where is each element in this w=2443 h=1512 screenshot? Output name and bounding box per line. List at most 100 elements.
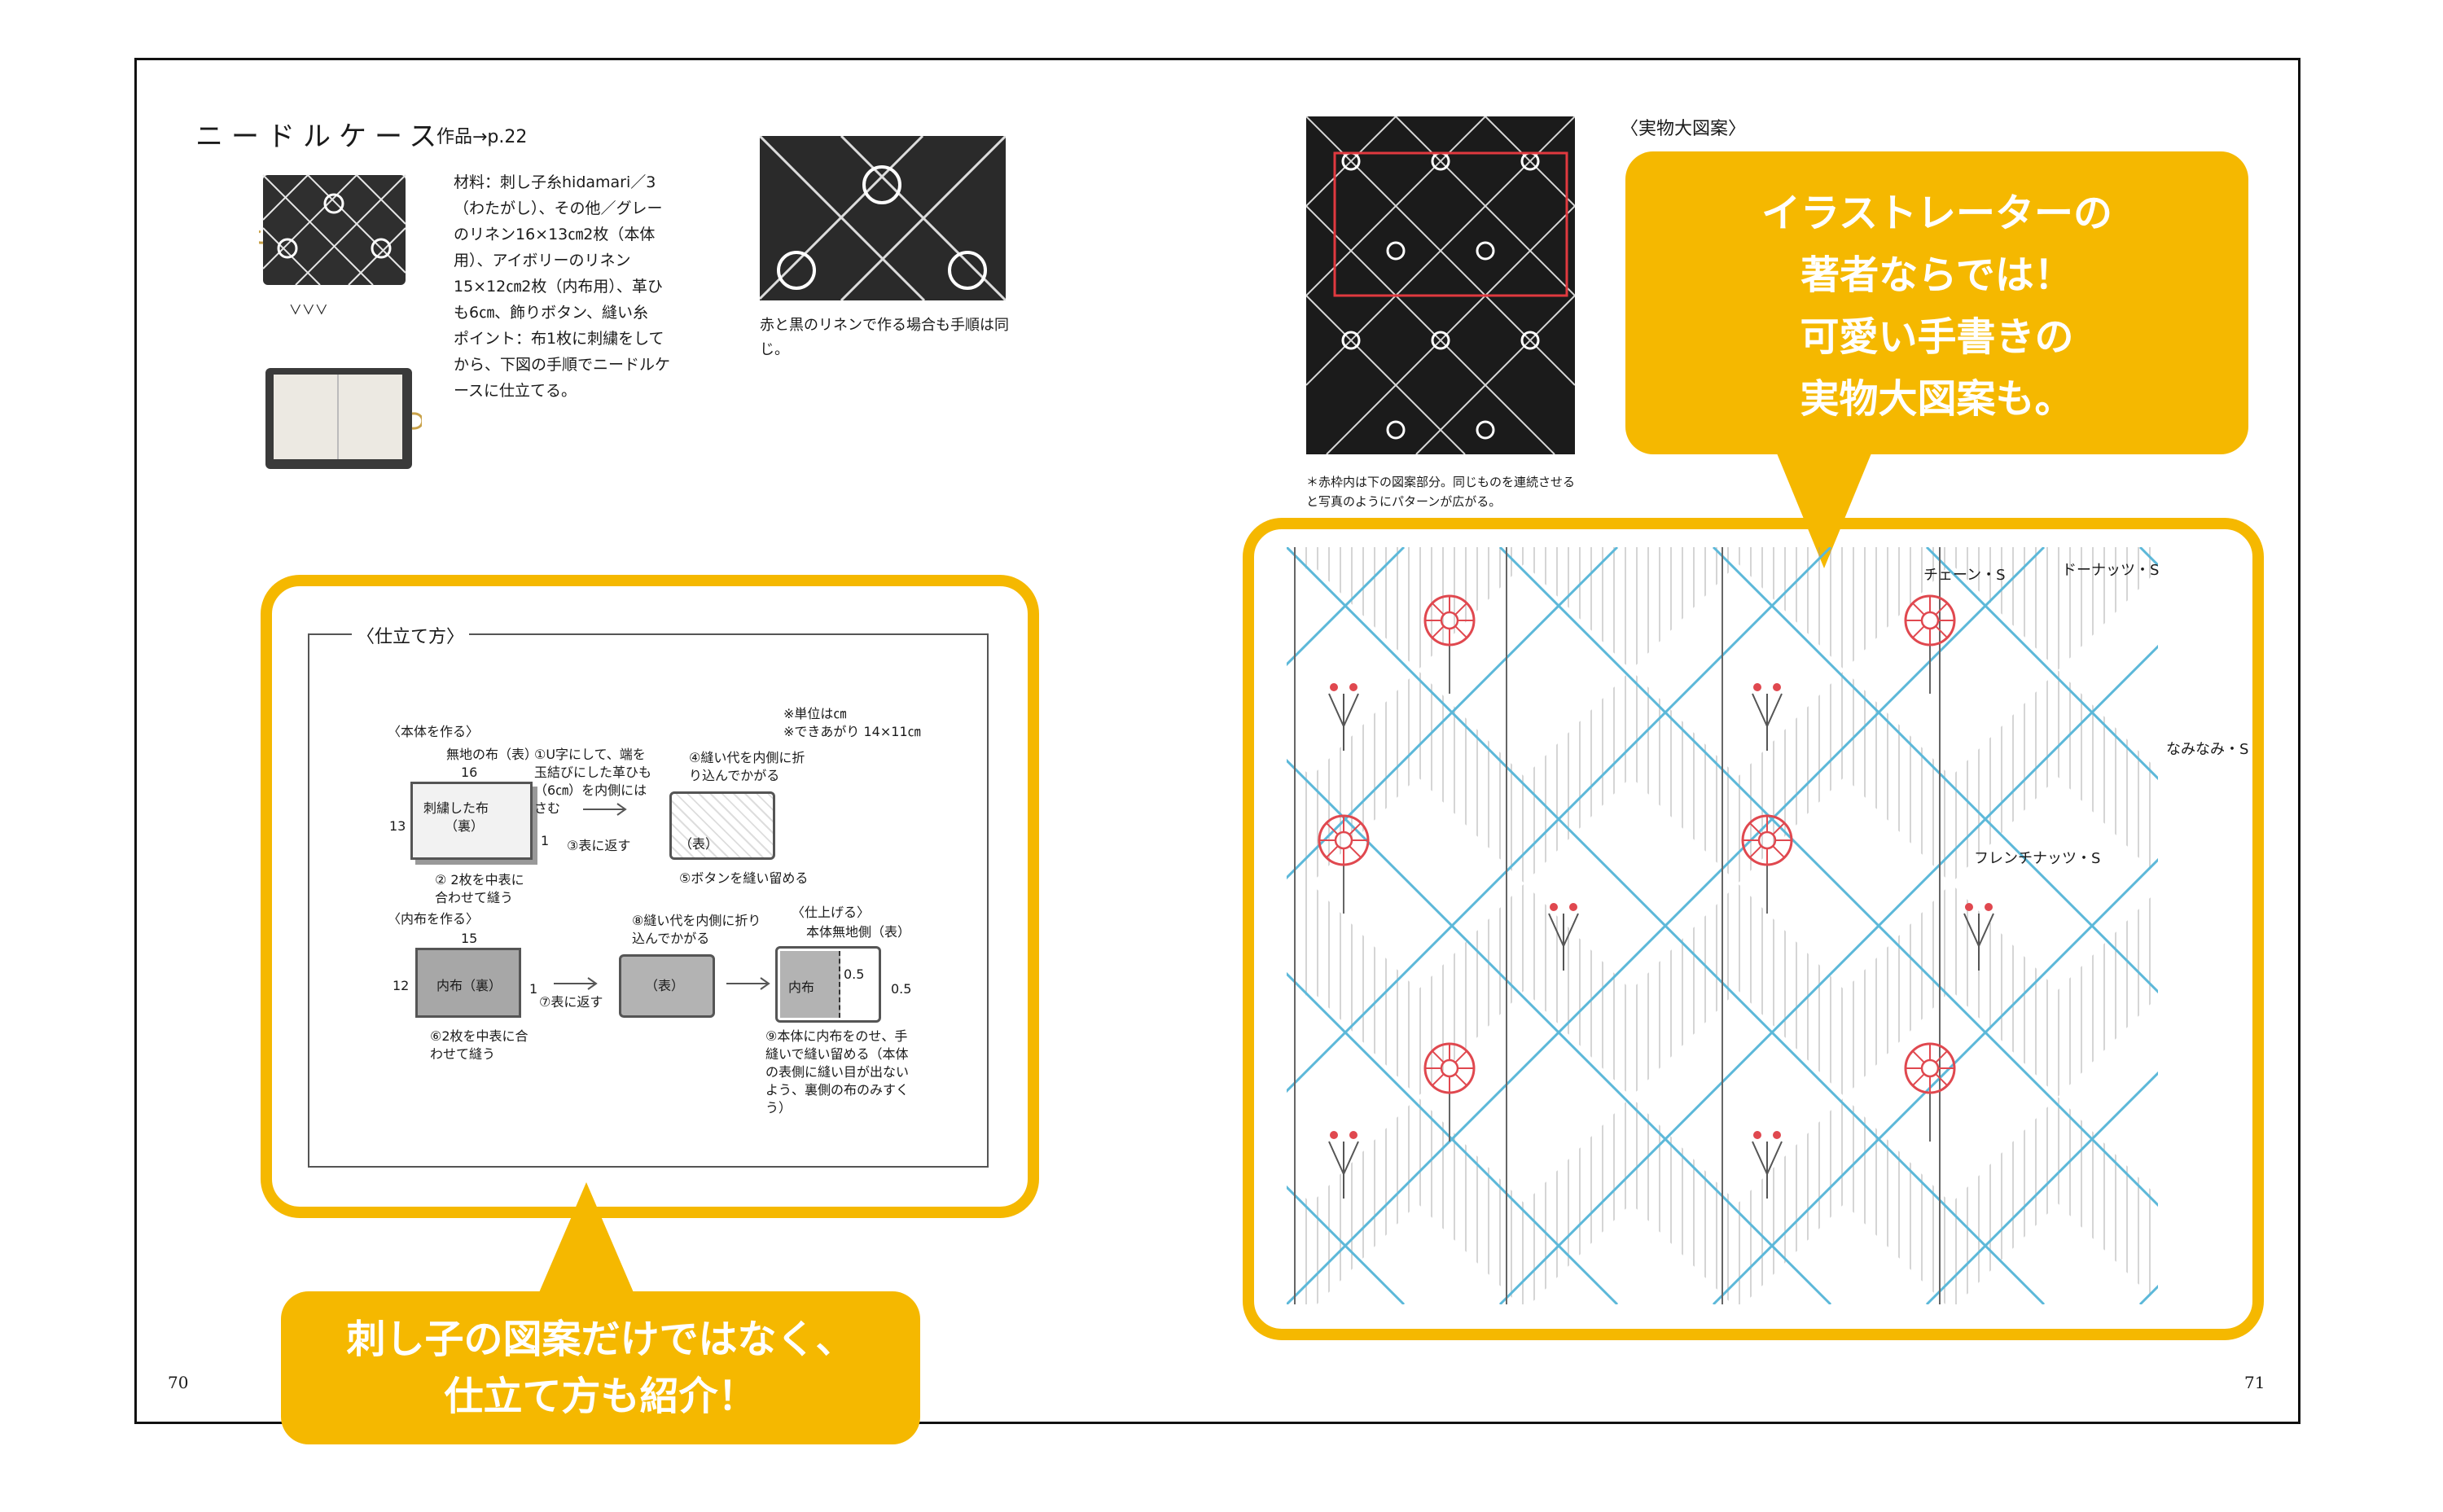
full-size-pattern [5, 546, 2443, 1417]
chain-stitch-line [1498, 546, 2259, 1306]
donut-spoke [1772, 845, 1785, 858]
twig-branch [1548, 913, 1564, 947]
french-knot [1330, 683, 1338, 691]
body-heading: 〈本体を作る〉 [388, 724, 480, 739]
twig-branch [1563, 913, 1579, 947]
donut-spoke [1912, 1073, 1925, 1086]
materials-text: 材料：刺し子糸hidamari／3（わたがし）、その他／グレーのリネン16×13… [454, 173, 671, 400]
donut-spoke [1772, 822, 1785, 835]
donut-spoke [1935, 1050, 1948, 1063]
twig-branch [1328, 1141, 1344, 1175]
twig-branch [1328, 693, 1344, 727]
diamond-cell [1738, 777, 1951, 990]
callout-left-text: 刺し子の図案だけではなく、 仕立て方も紹介！ [346, 1317, 855, 1419]
callout-left-pointer [537, 1182, 635, 1296]
body-front-shape [669, 791, 775, 860]
callout-right-pointer [1775, 449, 1873, 568]
diamond-cell [1418, 990, 1631, 1203]
twig-branch [1752, 1141, 1768, 1175]
callout-left: 刺し子の図案だけではなく、 仕立て方も紹介！ [281, 1291, 920, 1444]
diamond-cell [1311, 1203, 1524, 1417]
pattern-highlight-frame [1243, 518, 2264, 1340]
twig-branch [1343, 693, 1359, 727]
diamond-cell [1418, 563, 1631, 777]
dim-1b: 1 [529, 981, 538, 997]
diamond-cell [1631, 990, 1844, 1203]
donut-spoke [1749, 845, 1762, 858]
arrow-step7 [554, 975, 603, 992]
body-plain-label: 本体無地側（表） [806, 924, 911, 940]
diamond-cell [1524, 777, 1738, 990]
dim-13: 13 [389, 818, 406, 834]
callout-right: イラストレーターの 著者ならでは！ 可愛い手書きの 実物大図案も。 [1625, 151, 2248, 454]
french-knot [1569, 903, 1577, 911]
steps-heading: 〈仕立て方〉 [352, 622, 470, 648]
stitch-label-chain: チェーン・S [1923, 567, 2006, 584]
diamond-cell [1844, 563, 2058, 777]
dim-15: 15 [461, 931, 478, 946]
body-fabric-label: 無地の布（表） [446, 747, 538, 762]
diamond-cell [1844, 990, 2058, 1203]
donut-spoke [1749, 822, 1762, 835]
diamond-cell [2058, 990, 2271, 1203]
arrow-step9 [726, 975, 775, 992]
french-knot [1349, 683, 1357, 691]
lining-shape [415, 948, 521, 1018]
page-number-right: 71 [2244, 1373, 2265, 1392]
donut-spoke [1326, 845, 1339, 858]
arrow-step3 [583, 801, 632, 817]
page-title: ニードルケース [195, 121, 445, 153]
finish-lining-shape [780, 951, 840, 1018]
body-back-label: （裏） [445, 818, 485, 834]
french-knot [1753, 683, 1761, 691]
french-knot [1965, 903, 1973, 911]
french-knot [1330, 1131, 1338, 1139]
finish-heading: 〈仕上げる〉 [792, 905, 871, 920]
step1-text: ①U字にして、端を玉結びにした革ひも（6㎝）を内側にはさむ [534, 747, 652, 816]
donut-spoke [1454, 625, 1467, 638]
diamond-cell [1738, 1203, 1951, 1417]
stitch-label-french: フレンチナッツ・S [1974, 850, 2101, 867]
stitch-label-donut: ドーナッツ・S [2062, 562, 2160, 579]
embroidered-fabric-shape [410, 782, 533, 860]
diamond-cell [1311, 777, 1524, 990]
dim-05b: 0.5 [891, 981, 912, 997]
french-knot [1773, 683, 1781, 691]
product-photo-closed [259, 171, 410, 289]
french-knot [1985, 903, 1993, 911]
product-photo-open [259, 365, 422, 472]
pattern-photo-note: ＊赤枠内は下の図案部分。同じものを連続させると写真のようにパターンが広がる。 [1306, 475, 1576, 509]
donut-spoke [1349, 822, 1362, 835]
donut-spoke [1912, 1050, 1925, 1063]
french-knot [1773, 1131, 1781, 1139]
donut-spoke [1935, 603, 1948, 616]
lining-front-label: （表） [645, 978, 685, 993]
french-knot [1349, 1131, 1357, 1139]
donut-spoke [1935, 1073, 1948, 1086]
donut-spoke [1454, 1050, 1467, 1063]
twig-branch [1752, 693, 1768, 727]
donut-spoke [1432, 1050, 1445, 1063]
donut-stitch-center [1757, 831, 1777, 850]
title-reference: 作品→p.22 [436, 127, 528, 147]
step3-text: ③表に返す [567, 838, 631, 853]
lining-front-shape [619, 954, 715, 1018]
step8-text: ⑧縫い代を内側に折り込んでかがる [632, 913, 761, 946]
donut-spoke [1326, 822, 1339, 835]
dim-12: 12 [393, 978, 410, 993]
donut-spoke [1432, 603, 1445, 616]
unit-note: ※単位は㎝ [783, 706, 847, 721]
donut-spoke [1349, 845, 1362, 858]
donut-stitch-center [1334, 831, 1353, 850]
donut-spoke [1454, 603, 1467, 616]
pattern-heading: 〈実物大図案〉 [1621, 119, 1747, 139]
step6-text: ⑥2枚を中表に合わせて縫う [430, 1028, 529, 1062]
donut-stitch-center [1440, 611, 1459, 630]
step9-text: ⑨本体に内布をのせ、手縫いで縫い留める（本体の表側に縫い目が出ないよう、裏側の布… [765, 1028, 910, 1115]
twig-branch [1978, 913, 1994, 947]
body-front-label: （表） [679, 836, 719, 852]
donut-spoke [1432, 625, 1445, 638]
embroidered-label: 刺繍した布 [423, 800, 489, 816]
french-knot [1753, 1131, 1761, 1139]
pattern-svg [5, 546, 2443, 1417]
